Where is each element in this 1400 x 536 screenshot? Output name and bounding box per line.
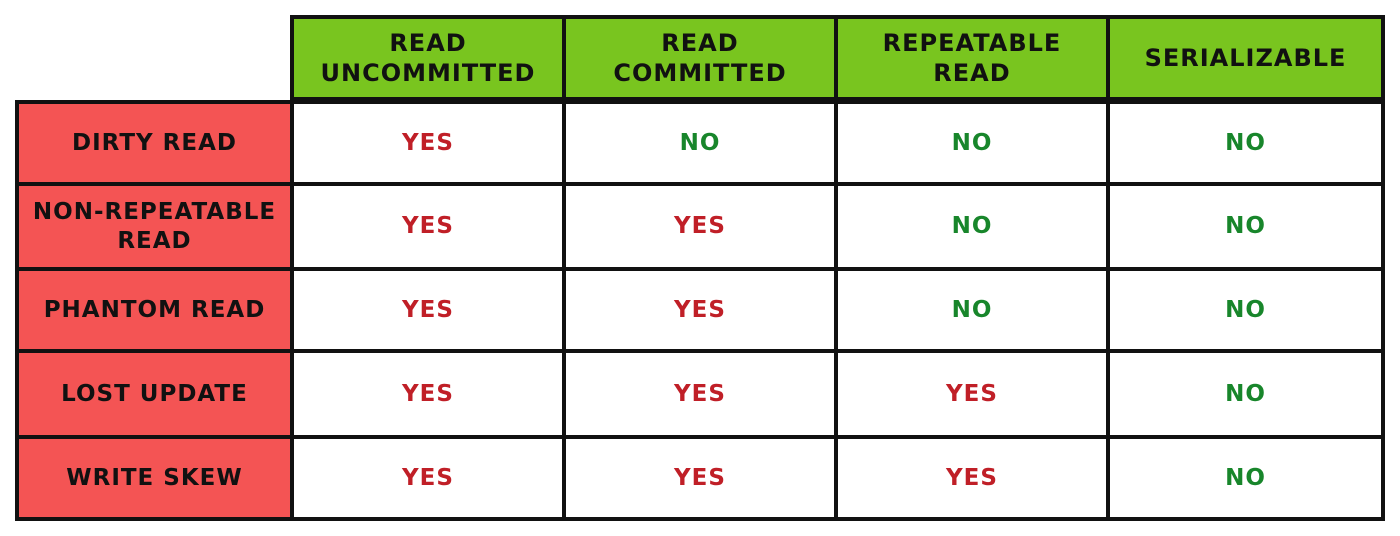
column-header-label: SERIALIZABLE — [1144, 44, 1347, 72]
table-cell: YES — [290, 349, 566, 439]
table-cell: NO — [1106, 267, 1385, 353]
cell-value: YES — [402, 380, 454, 407]
cell-value: YES — [402, 464, 454, 491]
cell-value: YES — [674, 380, 726, 407]
table-cell: YES — [834, 435, 1110, 521]
table-cell: NO — [562, 100, 838, 186]
column-header-label: READ UNCOMMITTED — [320, 29, 536, 87]
table-cell: NO — [834, 100, 1110, 186]
row-header-label: DIRTY READ — [72, 129, 237, 156]
table-cell: NO — [1106, 182, 1385, 271]
table-cell: NO — [1106, 349, 1385, 439]
cell-value: NO — [951, 129, 993, 156]
cell-value: YES — [674, 464, 726, 491]
table-cell: NO — [1106, 435, 1385, 521]
cell-value: NO — [1225, 296, 1266, 323]
table-cell: NO — [1106, 100, 1385, 186]
row-header-non-repeatable-read: NON-REPEATABLE READ — [15, 182, 294, 271]
cell-value: NO — [1225, 213, 1266, 240]
row-header-label: LOST UPDATE — [61, 380, 248, 407]
column-header-read-uncommitted: READ UNCOMMITTED — [290, 15, 566, 101]
row-header-label: WRITE SKEW — [66, 464, 243, 491]
cell-value: YES — [402, 129, 454, 156]
table-cell: YES — [290, 435, 566, 521]
row-header-dirty-read: DIRTY READ — [15, 100, 294, 186]
cell-value: YES — [674, 213, 726, 240]
table-cell: YES — [562, 267, 838, 353]
table-cell: YES — [834, 349, 1110, 439]
cell-value: YES — [402, 296, 454, 323]
column-header-label: REPEATABLE READ — [882, 29, 1062, 87]
column-header-serializable: SERIALIZABLE — [1106, 15, 1385, 101]
cell-value: YES — [674, 296, 726, 323]
row-header-write-skew: WRITE SKEW — [15, 435, 294, 521]
cell-value: NO — [1225, 464, 1266, 491]
cell-value: YES — [946, 464, 998, 491]
table-cell: YES — [562, 349, 838, 439]
row-header-lost-update: LOST UPDATE — [15, 349, 294, 439]
table-cell: YES — [562, 435, 838, 521]
column-header-label: READ COMMITTED — [613, 29, 787, 87]
column-header-repeatable-read: REPEATABLE READ — [834, 15, 1110, 101]
cell-value: NO — [951, 213, 993, 240]
cell-value: NO — [1225, 380, 1266, 407]
row-header-label: PHANTOM READ — [43, 296, 266, 323]
table-cell: YES — [290, 182, 566, 271]
table-cell: YES — [290, 100, 566, 186]
table-cell: NO — [834, 182, 1110, 271]
cell-value: YES — [946, 380, 998, 407]
cell-value: NO — [679, 129, 721, 156]
cell-value: YES — [402, 213, 454, 240]
table-cell: NO — [834, 267, 1110, 353]
table-cell: YES — [290, 267, 566, 353]
row-header-phantom-read: PHANTOM READ — [15, 267, 294, 353]
row-header-label: NON-REPEATABLE READ — [32, 198, 277, 254]
cell-value: NO — [951, 296, 993, 323]
column-header-read-committed: READ COMMITTED — [562, 15, 838, 101]
table-cell: YES — [562, 182, 838, 271]
cell-value: NO — [1225, 129, 1266, 156]
